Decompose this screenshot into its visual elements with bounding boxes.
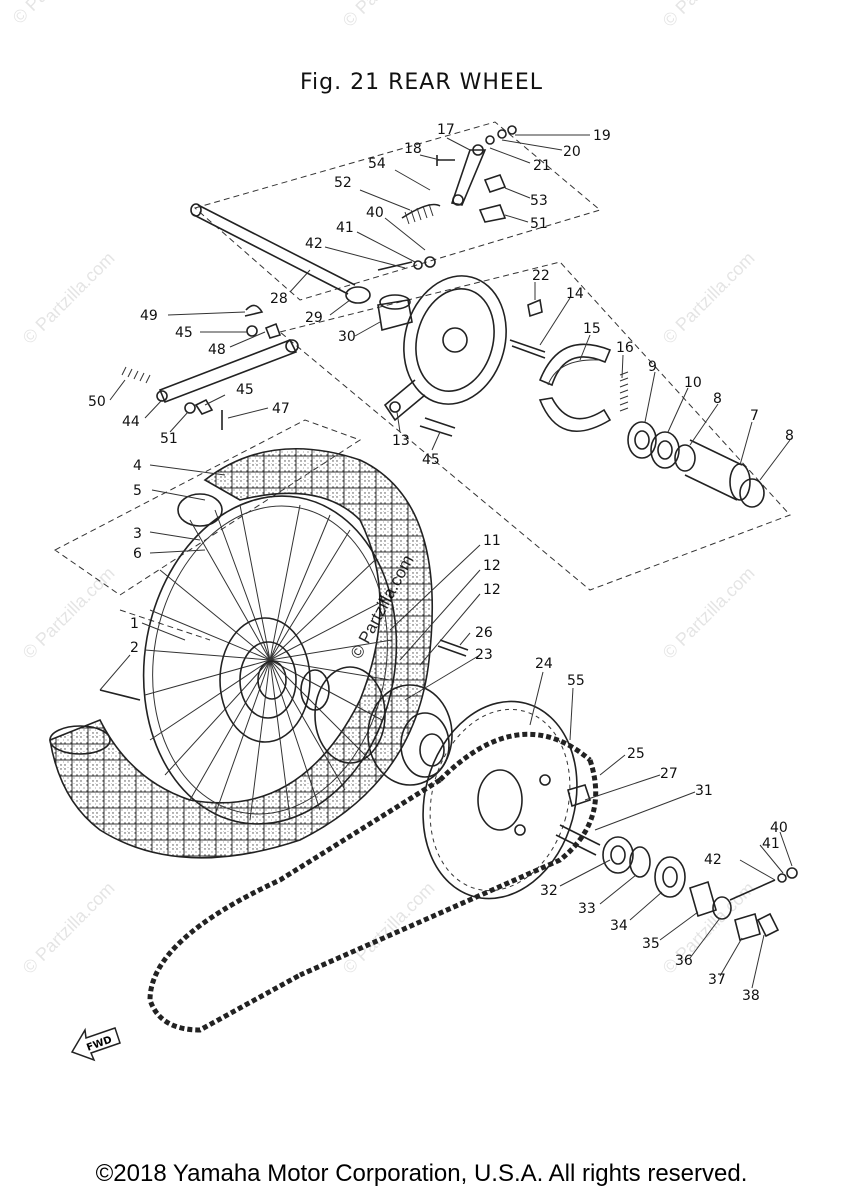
callout-42-lower: 42 xyxy=(704,852,722,868)
callout-28: 27 xyxy=(660,766,678,782)
callout-46: 48 xyxy=(208,342,226,358)
callout-15: 14 xyxy=(566,286,584,302)
callout-31: 30 xyxy=(338,329,356,345)
callout-39: 38 xyxy=(742,988,760,1004)
watermark-text: © Partzilla.com xyxy=(659,0,759,31)
figure-title: Fig. 21 REAR WHEEL xyxy=(300,70,543,95)
callout-41-upper: 41 xyxy=(336,220,354,236)
callout-45-lower: 45 xyxy=(236,382,254,398)
callout-8-lower: 8 xyxy=(785,428,794,444)
watermark-text: © Partzilla.com xyxy=(659,878,759,978)
callout-14: 13 xyxy=(392,433,410,449)
callout-32: 31 xyxy=(695,783,713,799)
callout-43: 44 xyxy=(122,414,140,430)
callout-40-upper: 40 xyxy=(366,205,384,221)
callout-37: 36 xyxy=(675,953,693,969)
callout-18: 17 xyxy=(437,122,455,138)
callout-41-lower: 41 xyxy=(762,836,780,852)
callout-26: 25 xyxy=(627,746,645,762)
callout-44: 45 xyxy=(422,452,440,468)
callout-19: 18 xyxy=(404,141,422,157)
brake-plate xyxy=(383,275,546,437)
callout-35: 34 xyxy=(610,918,628,934)
callout-50: 47 xyxy=(272,401,290,417)
callout-6: 6 xyxy=(133,546,142,562)
callout-12: 12 xyxy=(483,558,501,574)
callout-9: 10 xyxy=(684,375,702,391)
callout-47: 49 xyxy=(140,308,158,324)
callout-13: 12 xyxy=(483,582,501,598)
callout-36: 35 xyxy=(642,936,660,952)
callout-25: 24 xyxy=(535,656,553,672)
watermark-text: © Partzilla.com xyxy=(9,0,109,28)
callout-16: 15 xyxy=(583,321,601,337)
watermark-text: © Partzilla.com xyxy=(659,563,759,663)
hub-right-bearings xyxy=(619,371,765,508)
hub-clutch-and-damper xyxy=(314,639,469,786)
wheel-rim-and-hub xyxy=(99,495,398,825)
drive-chain xyxy=(147,731,599,1033)
callout-38: 37 xyxy=(708,972,726,988)
copyright-footer: ©2018 Yamaha Motor Corporation, U.S.A. A… xyxy=(95,1160,748,1187)
callout-54: 54 xyxy=(368,156,386,172)
callout-1: 1 xyxy=(130,616,139,632)
watermark-text: © Partzilla.com xyxy=(339,878,439,978)
leader-lines xyxy=(99,134,793,989)
callout-22: 21 xyxy=(533,158,551,174)
callout-8-upper: 8 xyxy=(713,391,722,407)
callout-42-upper: 42 xyxy=(305,236,323,252)
callout-45-upper: 45 xyxy=(175,325,193,341)
brake-shoes xyxy=(538,343,612,432)
axle xyxy=(190,203,356,295)
callout-2: 2 xyxy=(130,640,139,656)
callout-27: 26 xyxy=(475,625,493,641)
callout-3: 3 xyxy=(133,526,142,542)
callout-17: 16 xyxy=(616,340,634,356)
axle-hardware xyxy=(345,256,436,332)
callout-34: 33 xyxy=(578,901,596,917)
watermark-text: © Partzilla.com xyxy=(19,563,119,663)
watermark-text: © Partzilla.com xyxy=(339,0,439,31)
callout-51: 51 xyxy=(530,216,548,232)
callout-labels: 17 18 19 20 21 54 53 52 40 51 41 42 22 2… xyxy=(88,122,794,1004)
watermark-text: © Partzilla.com xyxy=(659,248,759,348)
callout-55: 55 xyxy=(567,673,585,689)
rear-sprocket xyxy=(422,700,592,900)
brake-cam-lever xyxy=(401,125,517,225)
callout-10: 9 xyxy=(648,359,657,375)
assembly-outlines xyxy=(54,121,791,641)
callout-29: 28 xyxy=(270,291,288,307)
callout-49: 51 xyxy=(160,431,178,447)
callout-20: 19 xyxy=(593,128,611,144)
callout-21: 20 xyxy=(563,144,581,160)
callout-23: 22 xyxy=(532,268,550,284)
callout-53: 53 xyxy=(530,193,548,209)
watermark-text: © Partzilla.com xyxy=(19,878,119,978)
callout-5: 5 xyxy=(133,483,142,499)
fwd-arrow: FWD xyxy=(70,1027,121,1062)
rear-tire xyxy=(49,447,433,859)
callout-7: 7 xyxy=(750,408,759,424)
callout-11: 11 xyxy=(483,533,501,549)
callout-52: 52 xyxy=(334,175,352,191)
callout-4: 4 xyxy=(133,458,142,474)
tension-bar xyxy=(121,304,299,430)
watermark-text: © Partzilla.com xyxy=(19,248,119,348)
callout-48: 50 xyxy=(88,394,106,410)
sprocket-side-hardware xyxy=(555,824,798,942)
callout-30: 29 xyxy=(305,310,323,326)
callout-33: 32 xyxy=(540,883,558,899)
callout-40-lower: 40 xyxy=(770,820,788,836)
callout-24: 23 xyxy=(475,647,493,663)
